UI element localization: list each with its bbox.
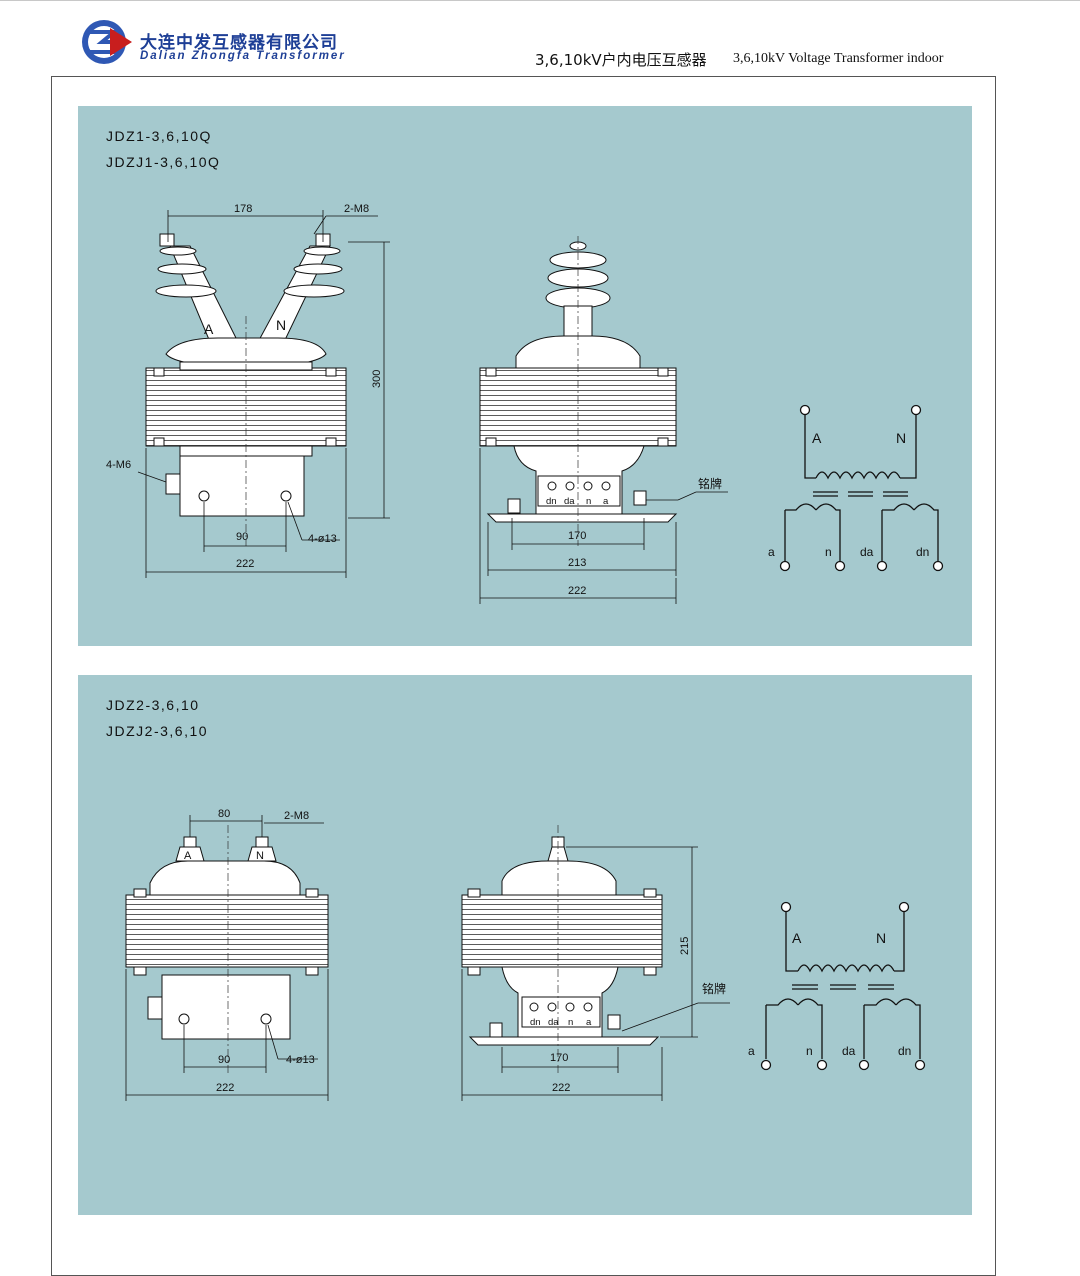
side-view-drawing [461, 836, 663, 1046]
dim-base-side: 213 [568, 557, 586, 569]
dim-mount-front: 90 [218, 1054, 230, 1066]
dim-top-spacing: 178 [234, 203, 252, 215]
product-panel-jdz2: JDZ2-3,6,10 JDZJ2-3,6,10 [78, 675, 972, 1215]
bolt-side-spec: 4-M6 [106, 459, 131, 471]
schematic-secondary-dn: dn [916, 545, 929, 559]
brand-name-cn: 大连中发互感器有限公司 [140, 33, 338, 53]
schematic-primary-a: A [792, 930, 802, 946]
front-view-drawing [125, 836, 329, 1040]
front-terminal-a: A [184, 850, 192, 862]
drawing-panel1: A N 178 2-M8 300 4-M6 90 4-ø13 222 dn da… [106, 203, 944, 604]
page-title-en: 3,6,10kV Voltage Transformer indoor [733, 51, 944, 66]
top-rule [0, 0, 1080, 1]
hole-spec: 4-ø13 [286, 1054, 315, 1066]
bolt-top-spec: 2-M8 [284, 810, 309, 822]
nameplate-label: 铭牌 [702, 981, 726, 996]
side-terminal-a: a [603, 496, 609, 507]
dim-mount-side: 170 [568, 530, 586, 542]
schematic-primary-n: N [876, 930, 886, 946]
dim-mount-front: 90 [236, 531, 248, 543]
side-terminal-n: n [586, 496, 591, 507]
page-title-cn: 3,6,10kV户内电压互感器 [535, 51, 707, 69]
dim-width-front: 222 [236, 558, 254, 570]
side-terminal-dn: dn [530, 1017, 541, 1028]
dim-width-front: 222 [216, 1082, 234, 1094]
dim-top-spacing: 80 [218, 808, 230, 820]
side-terminal-a: a [586, 1017, 592, 1028]
dim-mount-side: 170 [550, 1052, 568, 1064]
drawing-panel2: A N 80 2-M8 90 4-ø13 222 dn da n a 铭牌 21… [125, 808, 926, 1101]
schematic-secondary-n: n [806, 1044, 813, 1058]
schematic-secondary-da: da [842, 1044, 856, 1058]
brand-name-en: Dalian Zhongfa Transformer [140, 50, 346, 62]
dim-height: 300 [371, 370, 383, 388]
bolt-top-spec: 2-M8 [344, 203, 369, 215]
schematic-primary-n: N [896, 430, 906, 446]
schematic-secondary-da: da [860, 545, 874, 559]
hole-spec: 4-ø13 [308, 533, 337, 545]
schematic-secondary-a: a [768, 545, 775, 559]
product-panel-jdz1: JDZ1-3,6,10Q JDZJ1-3,6,10Q [78, 106, 972, 646]
model-name-1: JDZ1-3,6,10Q [106, 128, 212, 144]
dim-width-side: 222 [568, 585, 586, 597]
dim-width-side: 222 [552, 1082, 570, 1094]
schematic-secondary-dn: dn [898, 1044, 911, 1058]
model-name-2: JDZJ1-3,6,10Q [106, 154, 221, 170]
dim-height-side: 215 [679, 937, 691, 955]
company-logo-icon [82, 20, 132, 64]
front-terminal-n: N [256, 850, 264, 862]
front-terminal-n: N [276, 317, 286, 333]
wiring-schematic-1 [779, 404, 944, 572]
model-name-2: JDZJ2-3,6,10 [106, 723, 209, 739]
side-terminal-n: n [568, 1017, 573, 1028]
front-terminal-a: A [204, 321, 214, 337]
side-terminal-dn: dn [546, 496, 557, 507]
side-terminal-da: da [548, 1017, 559, 1028]
side-terminal-da: da [564, 496, 575, 507]
schematic-primary-a: A [812, 430, 822, 446]
wiring-schematic-2 [760, 901, 926, 1071]
nameplate-label: 铭牌 [698, 476, 722, 491]
schematic-secondary-a: a [748, 1044, 755, 1058]
model-name-1: JDZ2-3,6,10 [106, 697, 200, 713]
schematic-secondary-n: n [825, 545, 832, 559]
page-header: 大连中发互感器有限公司 Dalian Zhongfa Transformer 3… [0, 0, 1080, 78]
